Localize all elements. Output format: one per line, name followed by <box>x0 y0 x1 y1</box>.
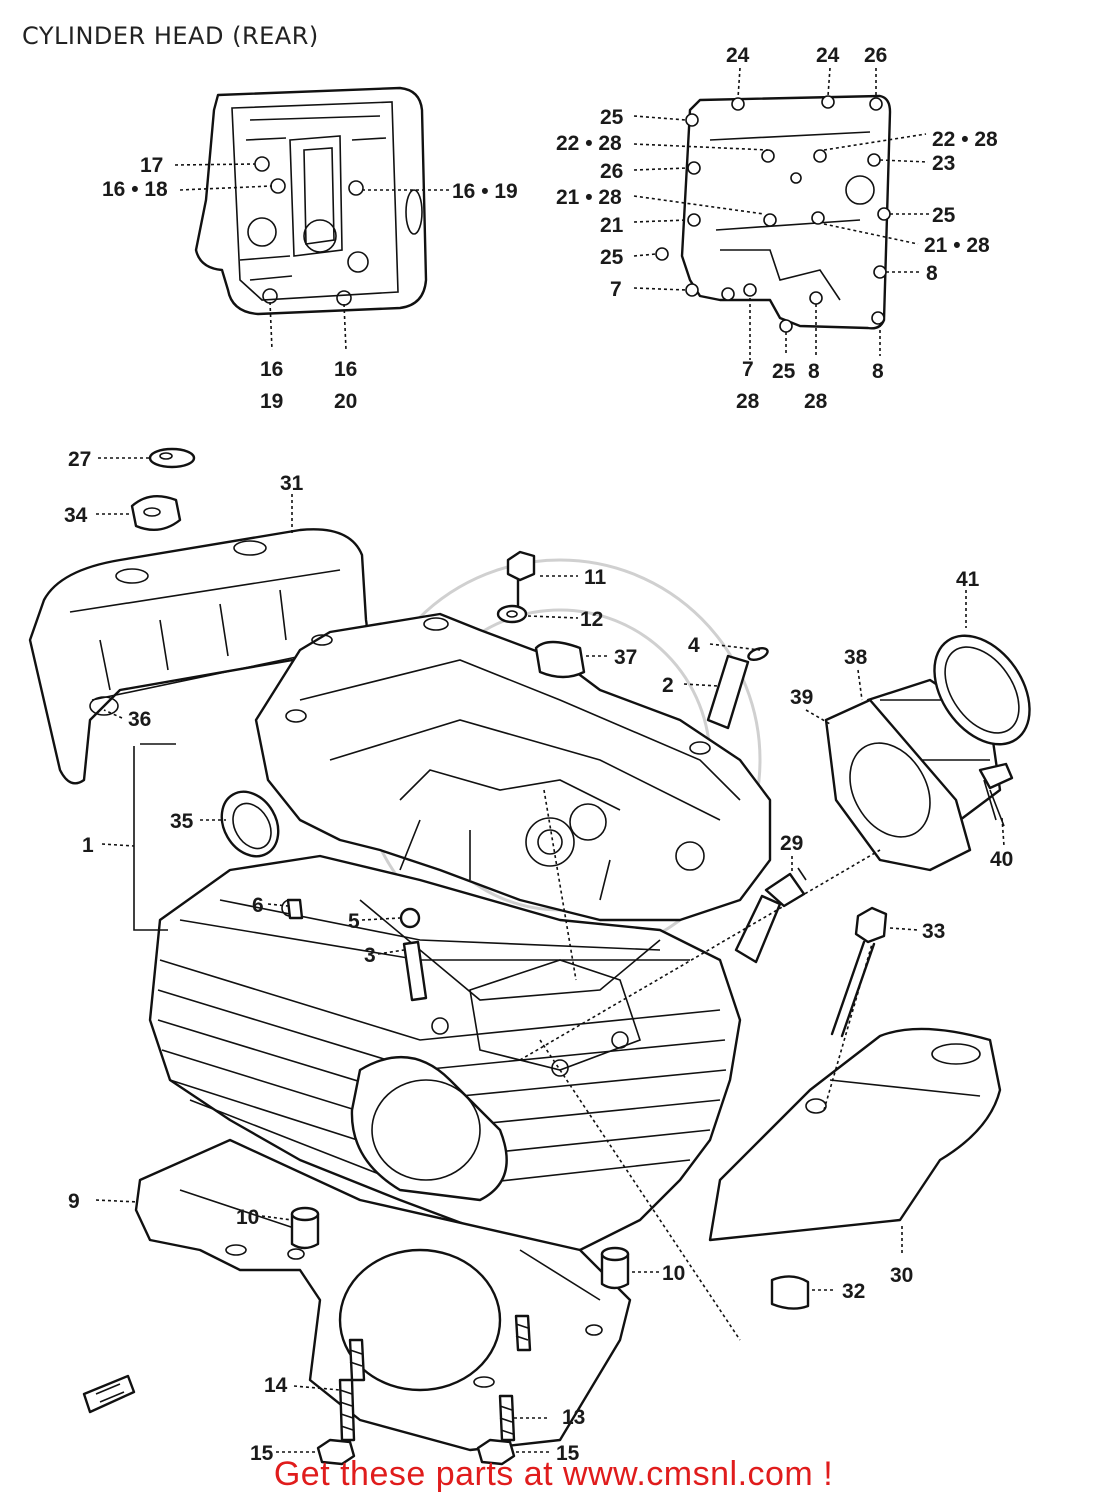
o-ring-5 <box>399 907 421 929</box>
callout-25: 25 <box>932 204 956 227</box>
pin-2 <box>706 654 750 730</box>
callout-7: 7 <box>742 358 754 381</box>
page-title: CYLINDER HEAD (REAR) <box>22 22 319 50</box>
callout-31: 31 <box>280 472 304 495</box>
dowel-pin-10 <box>600 1246 630 1290</box>
main-view-leaders <box>95 457 1005 1453</box>
callout-16: 16 <box>334 358 357 381</box>
seal-35 <box>220 790 280 858</box>
main-view-callouts: 27 34 31 36 35 1 11 12 37 4 2 41 38 39 4… <box>64 448 1013 1465</box>
stud-bolt-13 <box>498 1314 532 1442</box>
pin-3 <box>402 940 428 1002</box>
callout-28: 28 <box>804 390 828 413</box>
callout-39: 39 <box>790 686 813 709</box>
dowel-6 <box>286 898 304 920</box>
cover-bolt-pattern-callouts: 24 24 26 25 22 • 28 26 21 • 28 21 25 7 2… <box>556 44 998 413</box>
callout-21-28: 21 • 28 <box>924 234 990 257</box>
head-gasket-9 <box>134 1138 632 1452</box>
nut-15 <box>316 1438 356 1466</box>
head-top-view-callouts: 17 16 • 18 16 • 19 16 19 16 20 <box>102 154 518 413</box>
dowel-pin-10 <box>290 1206 320 1250</box>
callout-8: 8 <box>926 262 938 285</box>
callout-12: 12 <box>580 608 603 631</box>
callout-3: 3 <box>364 944 376 967</box>
pin-4 <box>747 646 769 662</box>
head-top-view-leaders <box>174 163 450 351</box>
callout-20: 20 <box>334 390 357 413</box>
callout-9: 9 <box>68 1190 80 1213</box>
callout-21-28: 21 • 28 <box>556 186 622 209</box>
cylinder-head <box>148 854 742 1252</box>
cap-37 <box>534 640 586 679</box>
grommet-34 <box>130 494 182 532</box>
callout-8: 8 <box>808 360 820 383</box>
forward-arrow-icon <box>82 1374 136 1414</box>
stud-bolt-14 <box>338 1338 366 1442</box>
grommet-32 <box>770 1275 810 1310</box>
callout-37: 37 <box>614 646 637 669</box>
callout-15: 15 <box>556 1442 580 1465</box>
callout-25: 25 <box>600 106 624 129</box>
callout-34: 34 <box>64 504 88 527</box>
spark-plug-29 <box>734 867 807 964</box>
washer-12 <box>496 604 528 624</box>
callout-26: 26 <box>864 44 887 67</box>
callout-10: 10 <box>662 1262 685 1285</box>
callout-30: 30 <box>890 1264 913 1287</box>
callout-28: 28 <box>736 390 760 413</box>
cover-bolt-pattern-leaders <box>633 67 930 360</box>
callout-11: 11 <box>584 566 607 589</box>
callout-16: 16 <box>260 358 283 381</box>
callout-41: 41 <box>956 568 980 591</box>
callout-33: 33 <box>922 920 945 943</box>
callout-10: 10 <box>236 1206 259 1229</box>
callout-6: 6 <box>252 894 264 917</box>
center-lines <box>519 789 881 1341</box>
side-cover-31 <box>28 528 368 785</box>
callout-13: 13 <box>562 1406 585 1429</box>
gasket-39 <box>824 698 972 872</box>
bolt-33 <box>830 906 888 1038</box>
callout-21: 21 <box>600 214 624 237</box>
callout-2: 2 <box>662 674 674 697</box>
callout-32: 32 <box>842 1280 865 1303</box>
callout-36: 36 <box>128 708 151 731</box>
callout-24: 24 <box>726 44 750 67</box>
callout-16-19: 16 • 19 <box>452 180 518 203</box>
callout-22-28: 22 • 28 <box>556 132 622 155</box>
callout-19: 19 <box>260 390 283 413</box>
callout-22-28: 22 • 28 <box>932 128 998 151</box>
callout-35: 35 <box>170 810 194 833</box>
callout-14: 14 <box>264 1374 288 1397</box>
callout-7: 7 <box>610 278 622 301</box>
side-cover-30 <box>708 1027 1002 1242</box>
callout-17: 17 <box>140 154 163 177</box>
callout-27: 27 <box>68 448 91 471</box>
callout-5: 5 <box>348 910 360 933</box>
callout-8: 8 <box>872 360 884 383</box>
callout-1: 1 <box>82 834 94 857</box>
callout-25: 25 <box>600 246 624 269</box>
callout-29: 29 <box>780 832 803 855</box>
cover-bolt-pattern-view <box>655 94 892 333</box>
callout-4: 4 <box>688 634 700 657</box>
head-top-view <box>194 86 428 316</box>
callout-25: 25 <box>772 360 796 383</box>
callout-26: 26 <box>600 160 623 183</box>
callout-24: 24 <box>816 44 840 67</box>
cylinder-head-cover <box>254 612 772 922</box>
callout-38: 38 <box>844 646 868 669</box>
callout-40: 40 <box>990 848 1013 871</box>
callout-16-18: 16 • 18 <box>102 178 168 201</box>
callout-23: 23 <box>932 152 955 175</box>
clamp-41 <box>933 634 1031 746</box>
footer-link[interactable]: Get these parts at www.cmsnl.com ! <box>273 1455 834 1493</box>
callout-15: 15 <box>250 1442 274 1465</box>
washer-27 <box>148 447 196 469</box>
nut-15 <box>476 1438 516 1466</box>
